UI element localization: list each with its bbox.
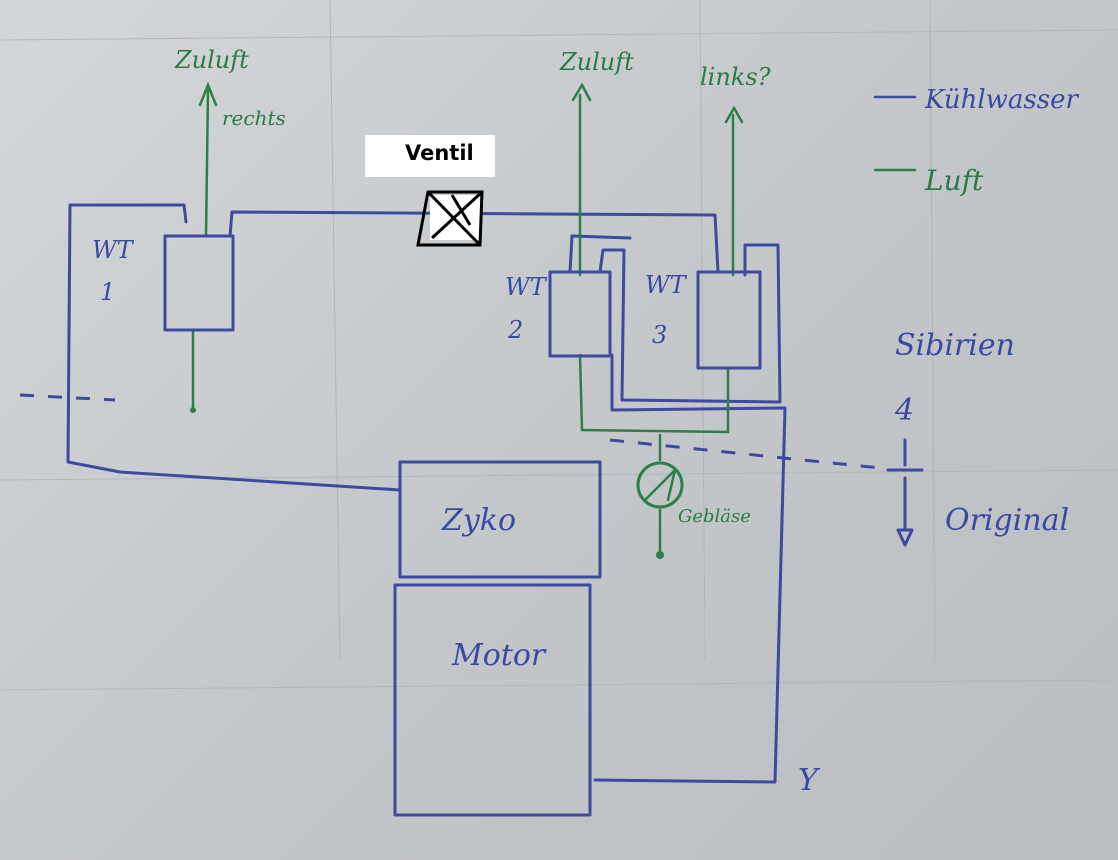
wt3-label: WT <box>645 271 688 299</box>
ventil-label: Ventil <box>405 141 474 165</box>
heat-exchanger-wt2 <box>548 270 612 358</box>
wt1-label: WT <box>92 236 135 264</box>
wt2-label: WT <box>505 273 548 301</box>
sibirien-number: 4 <box>894 393 914 428</box>
air-lines <box>190 81 917 559</box>
heat-exchanger-wt3 <box>696 270 762 370</box>
legend-luft: Luft <box>924 164 984 197</box>
blower-icon <box>636 461 684 509</box>
zuluft-label: Zuluft <box>559 48 634 76</box>
geblaese-label: Gebläse <box>678 506 751 527</box>
zuluft-rechts-label-2: rechts <box>222 106 286 130</box>
wt3-number: 3 <box>652 321 667 349</box>
legend-kuehlwasser: Kühlwasser <box>924 85 1079 115</box>
zuluft-rechts-label-1: Zuluft <box>174 46 249 74</box>
valve-icon <box>365 135 495 247</box>
paper-grid <box>0 0 1118 691</box>
sibirien-label: Sibirien <box>895 328 1015 363</box>
links-label: links? <box>700 63 771 91</box>
y-label: Y <box>798 763 821 798</box>
sibirien-original-symbol <box>886 438 924 547</box>
wt1-number: 1 <box>100 278 115 306</box>
wt2-number: 2 <box>507 316 523 344</box>
original-label: Original <box>945 503 1069 538</box>
coolant-lines <box>19 203 881 784</box>
zyklo-box <box>398 460 602 579</box>
motor-box <box>393 583 592 817</box>
heat-exchanger-wt1 <box>163 234 235 332</box>
motor-label: Motor <box>451 638 547 673</box>
zyklo-label: Zyko <box>441 503 516 538</box>
